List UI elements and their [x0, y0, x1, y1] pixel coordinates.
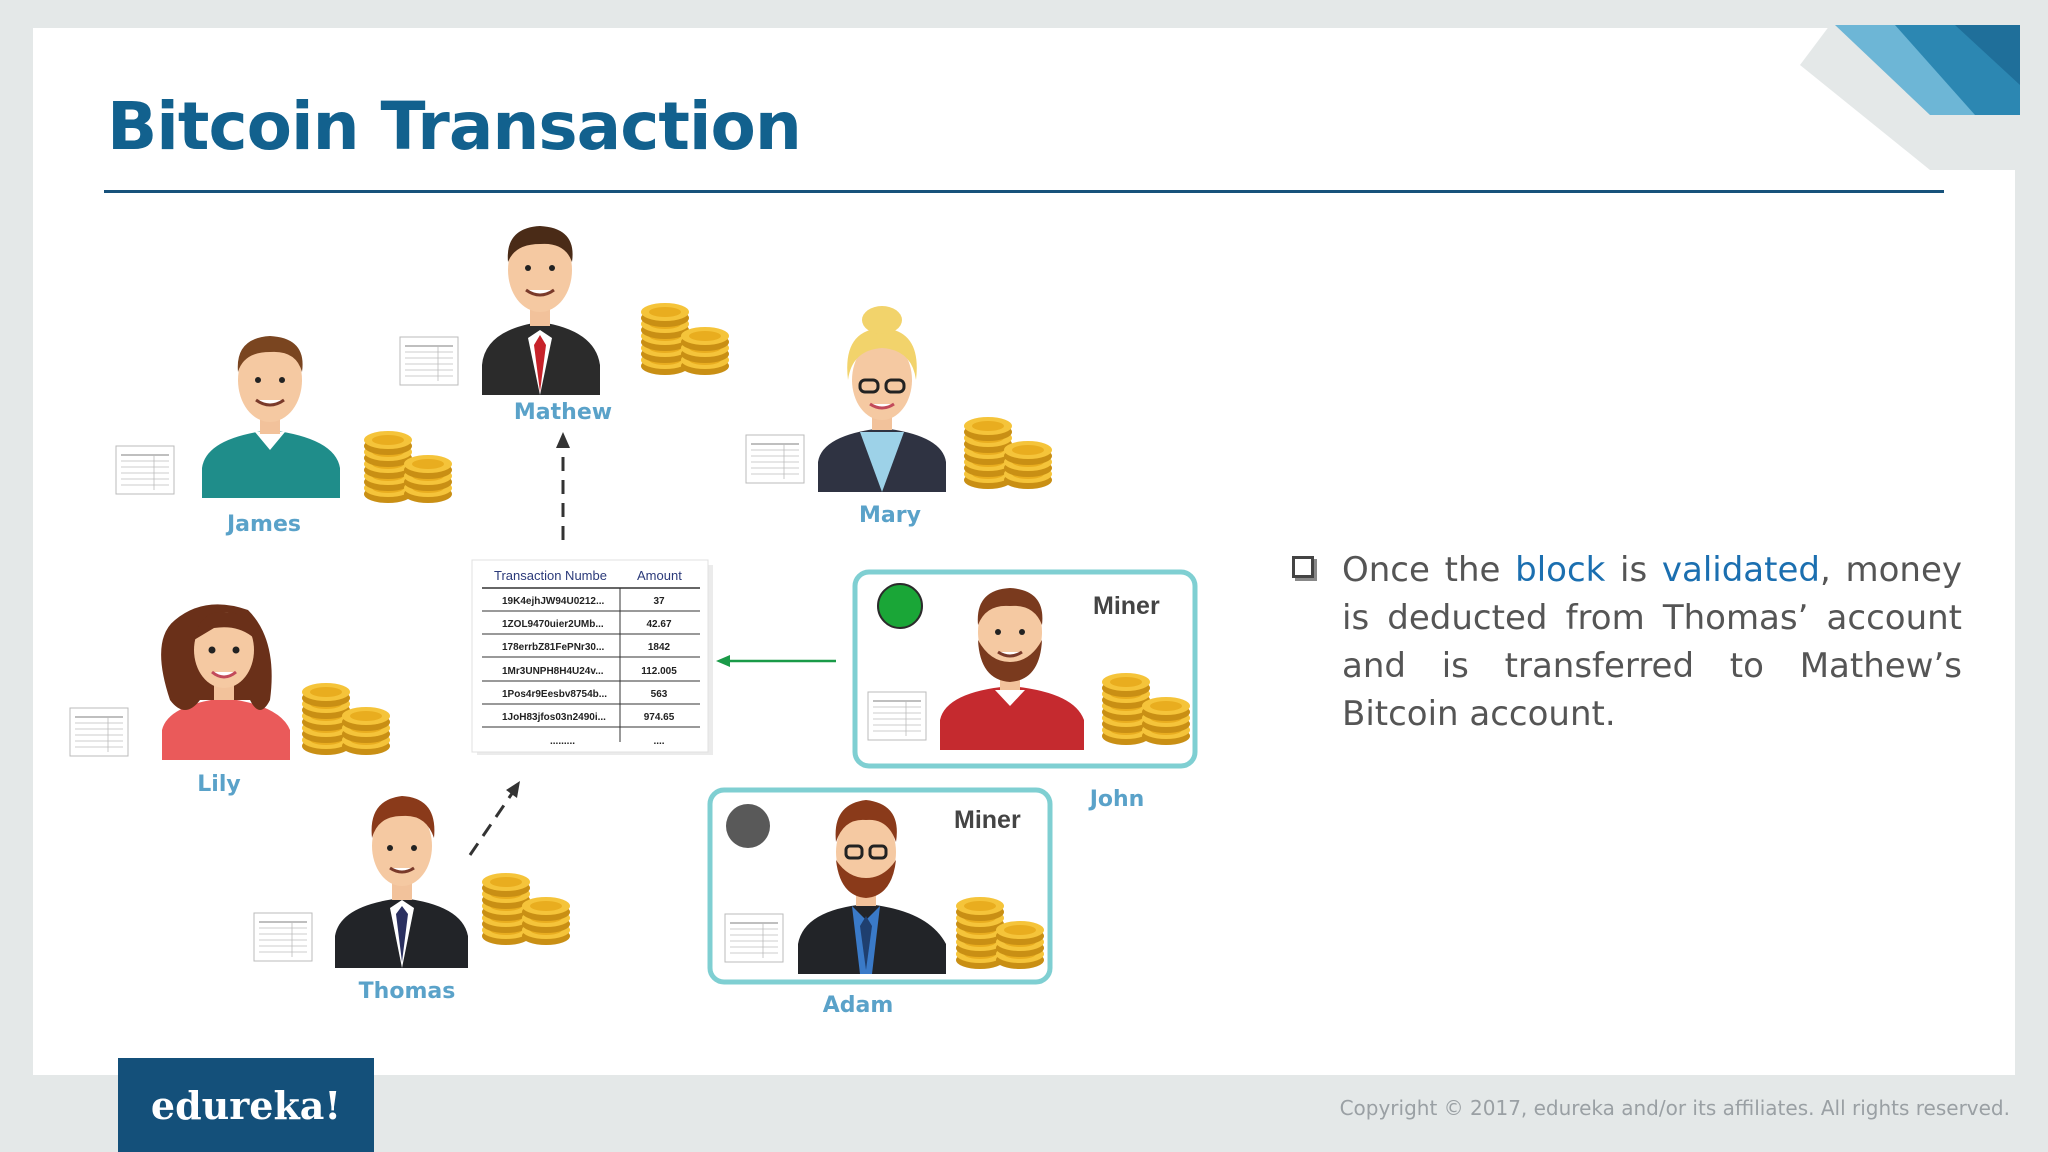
- corner-decoration: [1800, 25, 2020, 170]
- table-cell-amount: ....: [653, 736, 664, 747]
- arrow-block-to-mathew: [556, 432, 570, 540]
- table-cell-amount: 1842: [648, 642, 671, 653]
- miner-status-dot-john: [877, 583, 923, 629]
- person-label-adam: Adam: [823, 993, 894, 1018]
- person-label-thomas: Thomas: [359, 979, 456, 1004]
- edureka-logo: edureka!: [118, 1058, 374, 1152]
- person-label-mathew: Mathew: [514, 400, 612, 425]
- table-header-transaction: Transaction Numbe: [494, 568, 607, 583]
- highlight-validated: validated: [1661, 550, 1820, 590]
- table-cell-amount: 563: [651, 689, 668, 700]
- table-cell-tx: .........: [550, 736, 575, 747]
- bullet-text: Once the block is validated, money is de…: [1342, 550, 1962, 734]
- person-thomas: [335, 796, 468, 968]
- arrow-thomas-to-block: [468, 781, 520, 856]
- arrow-john-to-block: [716, 655, 836, 667]
- title-divider: [104, 190, 1944, 193]
- table-cell-amount: 112.005: [641, 666, 677, 677]
- table-cell-amount: 974.65: [644, 712, 675, 723]
- table-cell-tx: 19K4ejhJW94U0212...: [502, 596, 605, 607]
- page-title: Bitcoin Transaction: [107, 88, 802, 165]
- person-label-lily: Lily: [197, 772, 240, 797]
- table-header-amount: Amount: [637, 568, 682, 583]
- person-label-john: John: [1088, 787, 1145, 812]
- miner-label-adam: Miner: [954, 806, 1021, 834]
- table-cell-tx: 1ZOL9470uier2UMb...: [502, 619, 604, 630]
- person-james: [202, 336, 340, 498]
- table-cell-tx: 1JoH83jfos03n2490i...: [502, 712, 606, 723]
- miner-label-john: Miner: [1093, 592, 1160, 620]
- table-cell-amount: 42.67: [646, 619, 671, 630]
- highlight-block: block: [1515, 550, 1606, 590]
- person-lily: [161, 604, 290, 760]
- person-label-mary: Mary: [859, 503, 921, 528]
- transaction-block-table: Transaction Numbe Amount 19K4ejhJW94U021…: [471, 559, 713, 755]
- person-mary: [818, 306, 946, 492]
- table-cell-amount: 37: [653, 596, 665, 607]
- copyright-notice: Copyright © 2017, edureka and/or its aff…: [1339, 1096, 2010, 1120]
- table-cell-tx: 178errbZ81FePNr30...: [502, 642, 605, 653]
- person-mathew: [482, 226, 600, 395]
- table-cell-tx: 1Mr3UNPH8H4U24v...: [502, 666, 604, 677]
- transaction-diagram: Mathew James Mary Lily: [69, 226, 1198, 1018]
- miner-status-dot-adam: [726, 804, 770, 848]
- table-cell-tx: 1Pos4r9Eesbv8754b...: [502, 689, 607, 700]
- checkbox-bullet-icon: [1292, 556, 1314, 578]
- person-label-james: James: [225, 512, 301, 537]
